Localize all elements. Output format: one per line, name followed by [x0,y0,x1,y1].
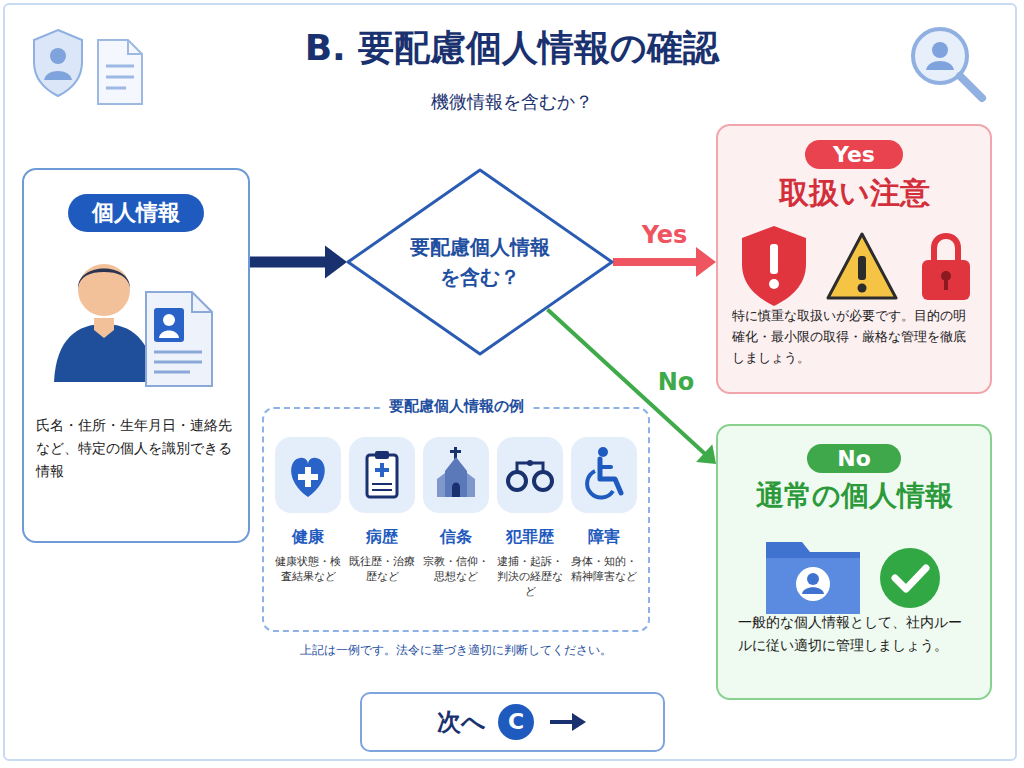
note-text: 上記は一例です。法令に基づき適切に判断してください。 [236,642,676,659]
page-title: B. 要配慮個人情報の確認 [0,24,1024,73]
subtitle: 機微情報を含むか？ [0,90,1024,114]
next-button: 次へ C [360,692,665,752]
example-icon [347,435,417,515]
edge-label: No [654,368,699,397]
document-icon [98,40,142,104]
result-title: 通常の個人情報 [756,477,953,515]
connector-line [548,310,706,455]
example-item: 病歴既往歴・治療歴など [345,435,419,615]
example-name: 信条 [440,527,472,548]
example-item: 健康健康状態・検査結果など [271,435,345,615]
caution-box: Yes 取扱い注意特に慎重な取扱いが必要です。目的の明確化・最小限の取得・厳格な管… [716,124,992,394]
example-item: 障害身体・知的・精神障害など [567,435,641,615]
flow-connector [548,310,717,465]
result-pill: Yes [805,140,903,169]
box-body-text: 氏名・住所・生年月日・連絡先など、特定の個人を識別できる情報 [36,414,236,483]
shield-icon [34,30,82,96]
connector-line [250,257,327,268]
edge-label: Yes [638,221,692,250]
result-title: 取扱い注意 [779,173,930,214]
step-badge: C [498,704,534,740]
example-detail: 逮捕・起訴・判決の経歴など [493,554,567,600]
example-icon [421,435,491,515]
examples-group: 要配慮個人情報の例健康健康状態・検査結果など病歴既往歴・治療歴など信条宗教・信仰… [262,407,650,632]
example-item: 信条宗教・信仰・思想など [419,435,493,615]
group-title: 要配慮個人情報の例 [381,397,532,416]
example-detail: 健康状態・検査結果など [271,554,345,584]
button-text: 次へ [437,706,486,738]
example-name: 健康 [292,527,324,548]
result-pill: No [807,444,901,473]
example-name: 犯罪歴 [506,527,554,548]
search-person-icon [913,29,982,98]
example-detail: 身体・知的・精神障害など [567,554,641,584]
folder-check-icons [756,522,956,622]
box-heading-pill: 個人情報 [68,194,204,232]
source-box: 個人情報氏名・住所・生年月日・連絡先など、特定の個人を識別できる情報 [22,168,250,543]
decision-text: 要配慮個人情報を含む？ [405,232,555,292]
example-detail: 既往歴・治療歴など [345,554,419,584]
example-name: 障害 [588,527,620,548]
example-name: 病歴 [366,527,398,548]
decision-diamond: 要配慮個人情報を含む？ [345,167,615,357]
warning-icons [730,220,980,310]
example-detail: 宗教・信仰・思想など [419,554,493,584]
flow-connector [613,247,716,277]
arrow-head [325,246,347,279]
example-item: 犯罪歴逮捕・起訴・判決の経歴など [493,435,567,615]
example-icon [495,435,565,515]
next-arrow [548,710,588,734]
person-illustration [42,252,222,392]
example-icon [273,435,343,515]
example-icon [569,435,639,515]
diamond-outline [345,167,615,357]
normal-box: No 通常の個人情報一般的な個人情報として、社内ルールに従い適切に管理しましょう。 [716,424,992,700]
arrow-head [696,444,716,464]
flow-connector [250,246,347,279]
result-body: 特に慎重な取扱いが必要です。目的の明確化・最小限の取得・厳格な管理を徹底しましょ… [732,306,976,368]
arrow-head [696,247,716,277]
connector-line [613,258,698,266]
result-body: 一般的な個人情報として、社内ルールに従い適切に管理しましょう。 [738,611,970,657]
